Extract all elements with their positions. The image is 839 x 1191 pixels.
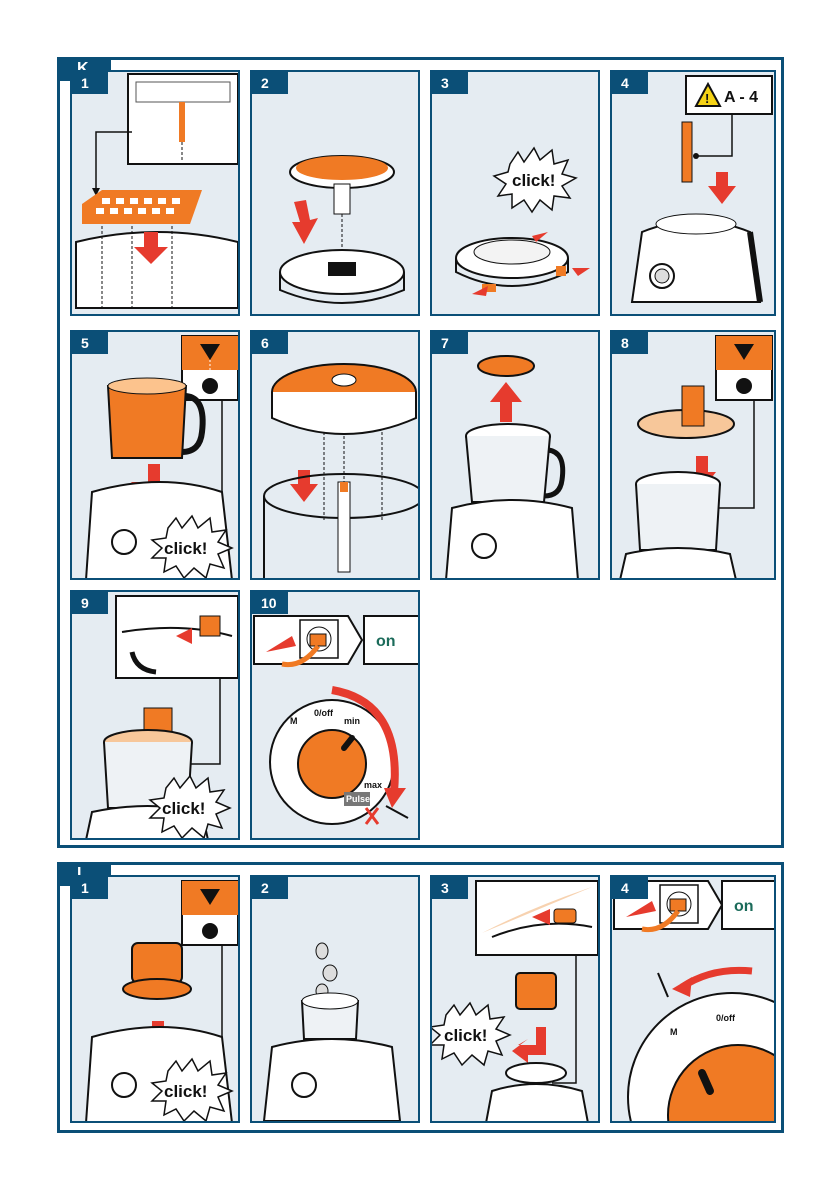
panel-l2: 2	[250, 875, 420, 1123]
dot-marker-icon	[736, 378, 752, 394]
mini-bowl-mount-illustration: click!	[85, 880, 238, 1121]
bowl-mount-illustration: click!	[85, 335, 238, 578]
step-number: 2	[252, 72, 288, 94]
dial-min-label: min	[344, 716, 360, 726]
mini-power-on-illustration: on 0/off M	[613, 880, 774, 1121]
on-label: on	[734, 898, 754, 915]
step-number: 2	[252, 877, 288, 899]
on-label: on	[376, 633, 396, 650]
panel-k1: 1	[70, 70, 240, 316]
step-number: 6	[252, 332, 288, 354]
click-label: click!	[512, 171, 555, 190]
step-number: 8	[612, 332, 648, 354]
power-on-illustration: on 0/off min max M Pulse	[253, 615, 418, 825]
click-label: click!	[164, 1082, 207, 1101]
step-number: 1	[72, 72, 108, 94]
step-number: 3	[432, 72, 468, 94]
panel-k10: 10 on 0/off min max M Pulse	[250, 590, 420, 840]
step-number: 1	[72, 877, 108, 899]
panel-k5: 5 click!	[70, 330, 240, 580]
panel-k7: 7	[430, 330, 600, 580]
dial-off-label: 0/off	[314, 708, 334, 718]
click-burst	[492, 146, 578, 214]
triangle-marker-icon	[200, 344, 220, 360]
step-number: 10	[252, 592, 288, 614]
click-burst	[150, 514, 234, 578]
dial-pulse-label: Pulse	[346, 794, 370, 804]
dial-m-label: M	[290, 716, 298, 726]
click-burst	[148, 774, 232, 838]
panel-k9: 9 click!	[70, 590, 240, 840]
step-number: 5	[72, 332, 108, 354]
plug-icon	[309, 633, 327, 647]
panel-k6: 6	[250, 330, 420, 580]
dot-marker-icon	[202, 378, 218, 394]
triangle-marker-icon	[734, 344, 754, 360]
dicing-grid-illustration	[75, 73, 238, 309]
shaft-insert-illustration: ! A - 4	[630, 75, 773, 303]
disc-remove-illustration	[445, 355, 579, 578]
disc-lower-illustration	[263, 363, 418, 578]
lid-click-illustration: click!	[455, 146, 590, 296]
plug-icon	[669, 898, 687, 912]
mini-lid-lock-illustration: click!	[432, 880, 598, 1121]
triangle-marker-icon	[200, 889, 220, 905]
panel-k8: 8	[610, 330, 776, 580]
panel-l1: 1 click!	[70, 875, 240, 1123]
click-burst	[150, 1057, 234, 1121]
step-number: 4	[612, 877, 648, 899]
step-number: 3	[432, 877, 468, 899]
step-number: 4	[612, 72, 648, 94]
warning-icon	[694, 81, 722, 107]
click-burst	[432, 1001, 512, 1067]
click-label: click!	[164, 539, 207, 558]
dot-marker-icon	[202, 923, 218, 939]
lid-lock-illustration: click!	[85, 595, 238, 838]
add-ingredients-illustration	[262, 942, 402, 1121]
panel-k4: 4 ! A - 4	[610, 70, 776, 316]
disc-insert-illustration	[279, 155, 405, 304]
panel-k2: 2	[250, 70, 420, 316]
lid-mount-illustration	[619, 335, 773, 578]
panel-k3: 3 click!	[430, 70, 600, 316]
section-l: L 1 click! 2	[57, 862, 784, 1133]
click-label: click!	[162, 799, 205, 818]
panel-l4: 4 on 0/off M	[610, 875, 776, 1123]
dial-m-label: M	[670, 1027, 678, 1037]
svg-text:!: !	[705, 91, 709, 106]
click-label: click!	[444, 1026, 487, 1045]
step-number: 9	[72, 592, 108, 614]
dial-max-label: max	[364, 780, 382, 790]
dial-off-label: 0/off	[716, 1013, 736, 1023]
step-number: 7	[432, 332, 468, 354]
section-k: K 1 2	[57, 57, 784, 848]
warning-label: A - 4	[724, 89, 758, 106]
panel-l3: 3 click!	[430, 875, 600, 1123]
